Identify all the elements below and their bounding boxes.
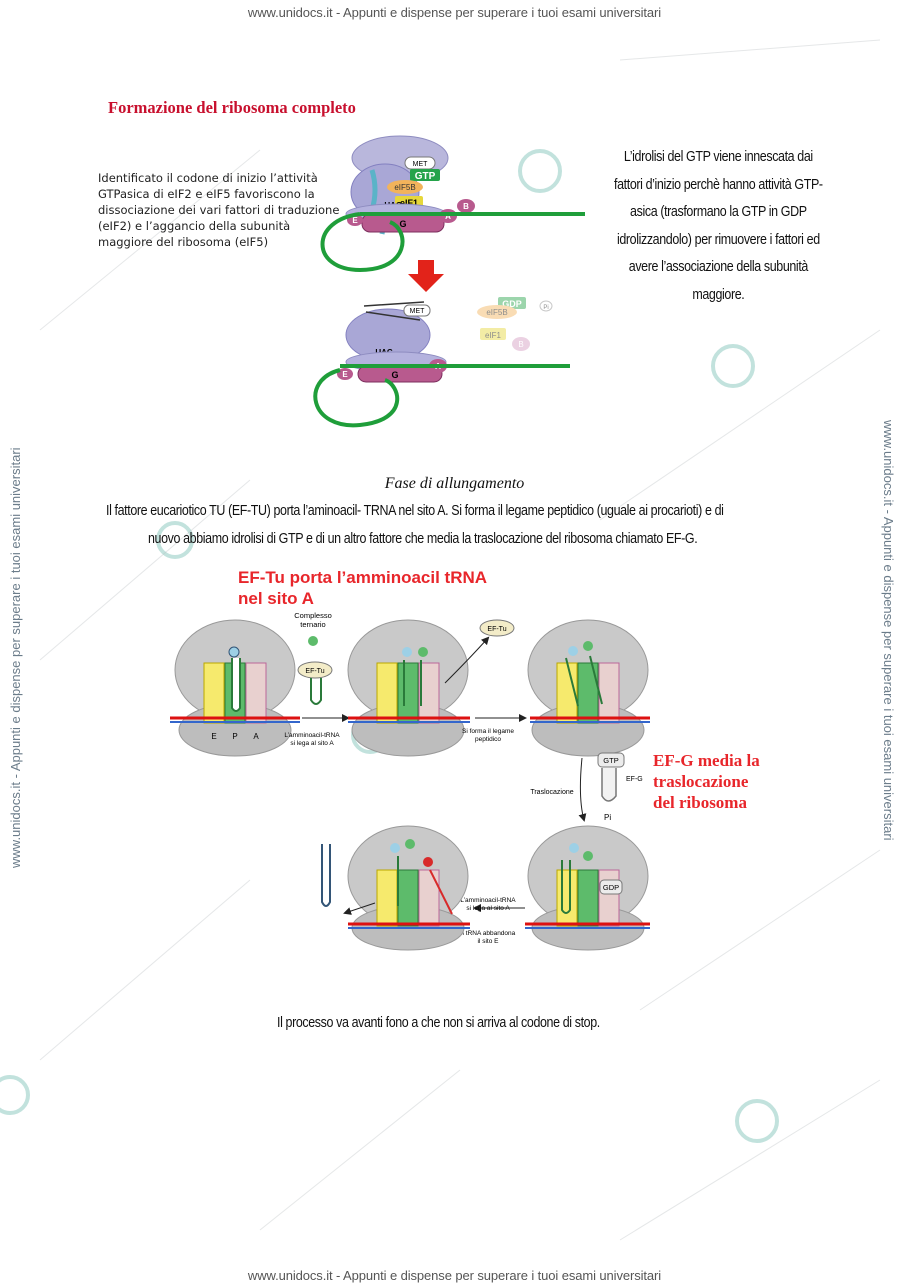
- ternary-complex: Complesso ternario EF-Tu: [294, 611, 333, 705]
- trna-label-1: Il tRNA abbandona: [461, 930, 516, 937]
- ribosome-5: [347, 825, 470, 951]
- e-label: E: [342, 370, 348, 379]
- ribosome-1: E P A: [170, 619, 300, 757]
- ribosome-top: MET GTP eIF5B eIF1 UAC G E A B: [320, 135, 585, 273]
- g-label: G: [399, 219, 406, 229]
- gtp-label: GTP: [415, 171, 436, 182]
- efg-label-block: EF-G media la traslocazione del ribosoma: [653, 750, 760, 813]
- ribosome-2: [347, 619, 470, 757]
- trna-label-2: il sito E: [478, 938, 500, 945]
- efg-line3: del ribosoma: [653, 793, 747, 812]
- page-header-watermark: www.unidocs.it - Appunti e dispense per …: [247, 5, 662, 20]
- unidocs-logo-icon: [0, 1075, 30, 1115]
- section-paragraph-1: Il fattore eucariotico TU (EF-TU) porta …: [106, 503, 724, 519]
- lega-label-1: L’amminoacil-tRNA: [284, 732, 340, 739]
- forma-label-1: Si forma il legame: [462, 728, 514, 735]
- efg-line2: traslocazione: [653, 772, 749, 791]
- traslocazione-label: Traslocazione: [530, 789, 573, 796]
- eftu-label: EF-Tu: [305, 668, 324, 675]
- ternario-label: ternario: [300, 620, 325, 629]
- unidocs-logo-icon: [518, 149, 562, 193]
- unidocs-logo-icon: [156, 521, 194, 559]
- b-label: B: [463, 202, 469, 211]
- ribosome-assembly-diagram: MET GTP eIF5B eIF1 UAC G E A B MET UAC G…: [313, 135, 585, 428]
- gtp-efg-label: GTP: [603, 756, 618, 765]
- figure2-title-line2: nel sito A: [238, 589, 314, 608]
- figure1-caption: Identificato il codone di inizio l’attiv…: [98, 171, 340, 249]
- figure2-title-line1: EF-Tu porta l’amminoacil tRNA: [238, 568, 488, 587]
- efg-line1: EF-G media la: [653, 751, 760, 770]
- e-label: E: [352, 216, 358, 225]
- g-label: G: [391, 370, 398, 380]
- met-label: MET: [413, 161, 429, 168]
- unidocs-logo-icon: [735, 1099, 779, 1143]
- site-a-label: A: [253, 732, 259, 741]
- gdp-label: GDP: [603, 883, 619, 892]
- eif5b-label: eIF5B: [394, 183, 415, 192]
- site-p-label: P: [232, 732, 237, 741]
- lega-label-2b: si lega al sito A: [466, 905, 510, 912]
- ribosome-4: GDP: [525, 825, 650, 951]
- released-factors: GDP Pi eIF5B eIF1 B: [477, 297, 553, 351]
- released-trna-icon: [321, 844, 331, 907]
- gtp-hydrolysis-note: L’idrolisi del GTP viene innescata dai f…: [614, 149, 823, 303]
- eif1-label: eIF1: [485, 331, 502, 340]
- forma-label-2: peptidico: [475, 736, 501, 743]
- eftu-released-label: EF-Tu: [487, 626, 506, 633]
- arrow-down-icon: [408, 260, 444, 292]
- figure1-title: Formazione del ribosoma completo: [108, 98, 356, 117]
- b-label: B: [518, 340, 523, 349]
- lega-label-1b: L’amminoacil-tRNA: [460, 897, 516, 904]
- page-footer-watermark: www.unidocs.it - Appunti e dispense per …: [247, 1268, 662, 1283]
- complesso-label: Complesso: [294, 611, 332, 620]
- eif1-label: eIF1: [400, 198, 418, 208]
- pi-label: Pi: [543, 305, 548, 311]
- gdp-label: GDP: [502, 299, 522, 309]
- closing-text: Il processo va avanti fono a che non si …: [277, 1015, 600, 1031]
- figure2-title: EF-Tu porta l’amminoacil tRNA nel sito A: [238, 567, 487, 609]
- met-label: MET: [410, 308, 426, 315]
- section-title: Fase di allungamento: [384, 475, 525, 492]
- unidocs-logo-icon: [711, 344, 755, 388]
- a-label: A: [445, 212, 451, 221]
- pi-label: Pi: [604, 813, 611, 822]
- efg-label: EF-G: [626, 776, 643, 783]
- section-paragraph-2: nuovo abbiamo idrolisi di GTP e di un al…: [148, 531, 698, 547]
- ribosome-3: [527, 619, 650, 757]
- eif5b-label: eIF5B: [486, 308, 507, 317]
- ribosome-bottom: MET UAC G E A: [313, 301, 570, 428]
- elongation-diagram: E P A Complesso ternario EF-Tu L’amminoa…: [170, 611, 650, 951]
- site-e-label: E: [211, 732, 216, 741]
- lega-label-2: si lega al sito A: [290, 740, 334, 747]
